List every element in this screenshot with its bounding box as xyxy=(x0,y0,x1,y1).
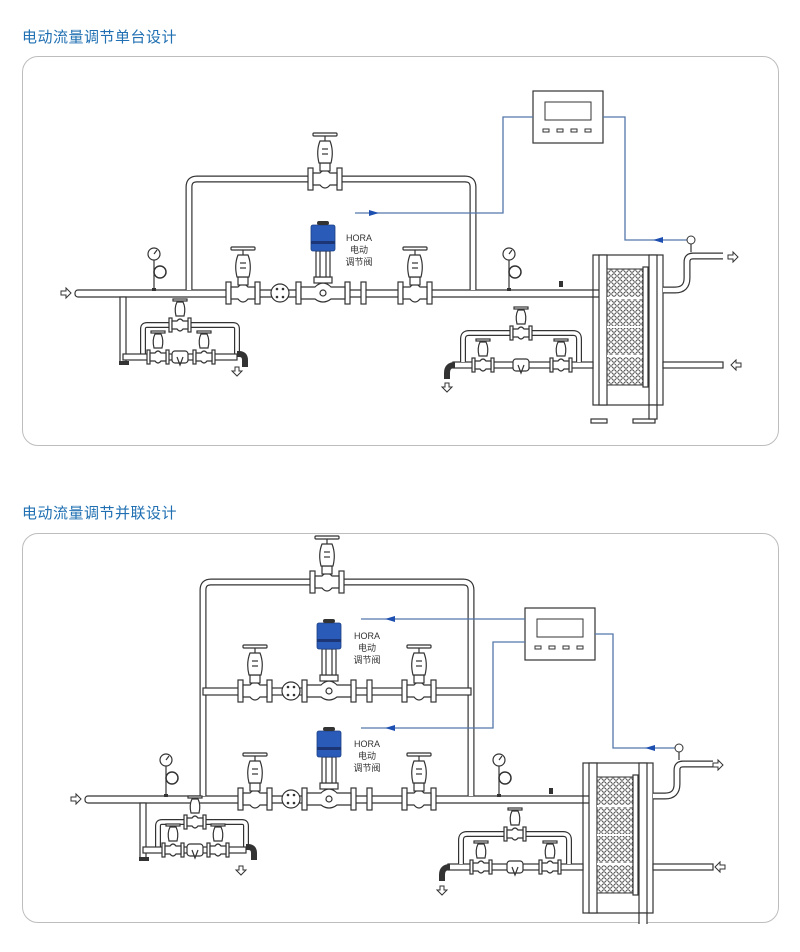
valve-label: HORA 电动 调节阀 xyxy=(345,233,372,267)
trap-valve-right xyxy=(192,330,216,365)
bypass-valve xyxy=(307,132,343,191)
lower-isolation-valve-left xyxy=(237,752,273,811)
drain-arrow-icon xyxy=(231,366,243,377)
section-title-parallel: 电动流量调节并联设计 xyxy=(22,504,178,522)
lower-strainer xyxy=(281,789,301,809)
outlet-arrow-icon xyxy=(712,759,724,771)
svg-text:调节阀: 调节阀 xyxy=(353,655,380,665)
drain-arrow-icon xyxy=(235,865,247,876)
signal-line-lower-valve xyxy=(361,641,525,729)
signal-line-to-valve xyxy=(355,116,533,214)
lower-valve-label: HORA 电动 调节阀 xyxy=(353,739,380,773)
hx-valve-left xyxy=(471,338,495,373)
condensate-arrow-icon xyxy=(441,382,453,393)
lower-electric-control-valve xyxy=(301,726,357,811)
inlet-arrow-icon xyxy=(60,287,72,299)
hx-bypass-valve xyxy=(509,306,533,341)
single-design-panel: HORA 电动 调节阀 xyxy=(22,56,779,446)
hx-valve-right xyxy=(538,840,562,875)
trap-bypass-valve xyxy=(168,298,192,333)
svg-text:HORA: HORA xyxy=(346,233,372,243)
svg-text:电动: 电动 xyxy=(358,642,376,653)
parallel-design-panel: HORA 电动 调节阀 HORA 电动 调节阀 xyxy=(22,533,779,924)
upper-strainer xyxy=(281,681,301,701)
steam-trap xyxy=(171,350,189,366)
return-arrow-icon xyxy=(714,860,726,874)
plate-heat-exchanger xyxy=(580,762,654,924)
pressure-gauge-inlet xyxy=(159,753,179,798)
temperature-sensor-icon xyxy=(686,235,696,252)
electric-control-valve xyxy=(295,220,351,305)
pressure-gauge-outlet xyxy=(502,247,522,292)
flow-controller xyxy=(524,607,596,661)
bypass-valve xyxy=(309,535,345,594)
upper-isolation-valve-left xyxy=(237,644,273,703)
svg-text:调节阀: 调节阀 xyxy=(345,257,372,267)
pressure-gauge-outlet xyxy=(492,753,512,798)
inlet-arrow-icon xyxy=(70,793,82,805)
single-design-diagram: HORA 电动 调节阀 xyxy=(60,90,742,424)
svg-text:电动: 电动 xyxy=(358,750,376,761)
svg-text:HORA: HORA xyxy=(354,739,380,749)
hx-trap xyxy=(506,860,524,876)
flow-controller xyxy=(532,90,604,144)
signal-line-from-sensor xyxy=(603,116,688,241)
lower-isolation-valve-right xyxy=(401,752,437,811)
signal-line-from-sensor xyxy=(595,633,677,749)
trap-valve-left xyxy=(161,823,185,858)
condensate-arrow-icon xyxy=(436,885,448,896)
plate-heat-exchanger xyxy=(590,254,664,424)
return-arrow-icon xyxy=(730,358,742,372)
hx-bypass-valve xyxy=(503,807,527,842)
strainer-main xyxy=(270,283,290,303)
svg-text:HORA: HORA xyxy=(354,631,380,641)
pressure-gauge-inlet xyxy=(147,247,167,292)
hx-trap xyxy=(512,358,530,374)
outlet-arrow-icon xyxy=(727,251,739,263)
hx-valve-right xyxy=(549,338,573,373)
temperature-sensor-icon xyxy=(674,743,684,760)
steam-trap xyxy=(186,843,204,859)
isolation-valve-left xyxy=(225,246,261,305)
isolation-valve-right xyxy=(397,246,433,305)
trap-valve-right xyxy=(206,823,230,858)
svg-text:调节阀: 调节阀 xyxy=(353,763,380,773)
trap-valve-left xyxy=(146,330,170,365)
svg-text:电动: 电动 xyxy=(350,244,368,255)
upper-valve-label: HORA 电动 调节阀 xyxy=(353,631,380,665)
upper-isolation-valve-right xyxy=(401,644,437,703)
hx-valve-left xyxy=(469,840,493,875)
parallel-design-diagram: HORA 电动 调节阀 HORA 电动 调节阀 xyxy=(70,535,726,924)
section-title-single: 电动流量调节单台设计 xyxy=(22,28,178,46)
upper-electric-control-valve xyxy=(301,618,357,703)
